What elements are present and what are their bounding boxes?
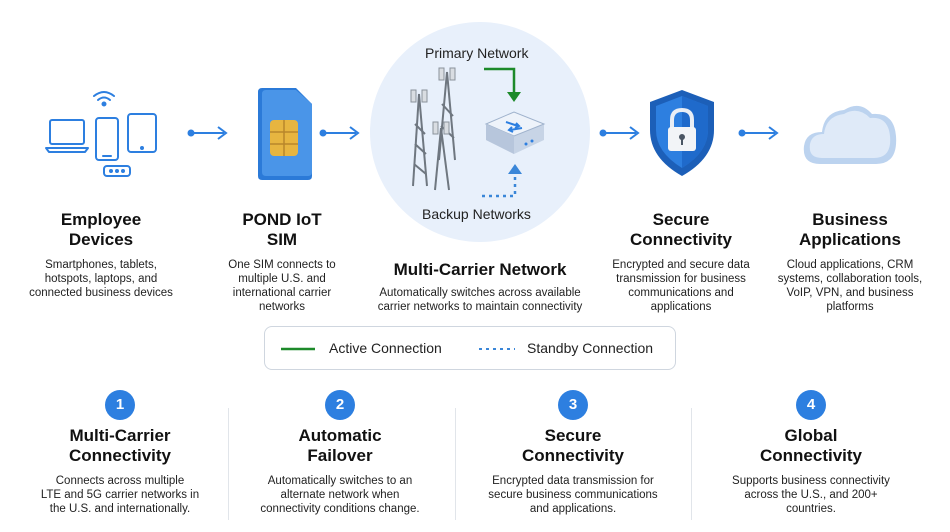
- feature-multi-carrier: Multi-Carrier Connectivity Connects acro…: [20, 426, 220, 516]
- network-highlight-circle: [370, 22, 590, 242]
- feature-number-badge-2: 2: [325, 390, 355, 420]
- feature-secure-connectivity: Secure Connectivity Encrypted data trans…: [466, 426, 680, 516]
- network-description: Automatically switches across available …: [377, 287, 583, 313]
- feature-description: Connects across multiple LTE and 5G carr…: [40, 475, 200, 515]
- flow-arrow-1: [187, 126, 228, 140]
- business-column: Business Applications Cloud applications…: [768, 210, 932, 314]
- secure-column: Secure Connectivity Encrypted and secure…: [606, 210, 756, 314]
- feature-description: Automatically switches to an alternate n…: [260, 475, 420, 515]
- router-icon: [484, 111, 546, 154]
- flow-arrow-2: [319, 126, 360, 140]
- feature-title: Secure Connectivity: [521, 426, 625, 465]
- cloud-icon: [803, 105, 897, 164]
- business-description: Cloud applications, CRM systems, collabo…: [777, 259, 923, 313]
- business-title: Business Applications: [798, 210, 901, 249]
- feature-number-badge-4: 4: [796, 390, 826, 420]
- secure-title: Secure Connectivity: [629, 210, 733, 249]
- cell-towers-icon: [410, 67, 456, 191]
- feature-number-badge-1: 1: [105, 390, 135, 420]
- flow-arrow-3: [599, 126, 640, 140]
- devices-title: Employee Devices: [60, 210, 142, 249]
- standby-connection-line: [479, 348, 515, 350]
- primary-network-arrow: [484, 67, 521, 102]
- active-connection-line: [281, 347, 315, 351]
- feature-title: Global Connectivity: [759, 426, 863, 465]
- sim-title: POND IoT SIM: [242, 210, 322, 249]
- secure-description: Encrypted and secure data transmission f…: [612, 259, 750, 313]
- legend-active-label: Active Connection: [329, 340, 442, 356]
- devices-icon: [45, 91, 157, 177]
- sim-card-icon: [258, 88, 312, 180]
- feature-divider-2: [455, 408, 456, 520]
- shield-lock-icon: [650, 90, 714, 176]
- sim-column: POND IoT SIM One SIM connects to multipl…: [212, 210, 352, 314]
- network-title: Multi-Carrier Network: [393, 260, 567, 279]
- feature-number-badge-3: 3: [558, 390, 588, 420]
- flow-arrow-4: [738, 126, 779, 140]
- feature-divider-1: [228, 408, 229, 520]
- feature-automatic-failover: Automatic Failover Automatically switche…: [240, 426, 440, 516]
- primary-network-label: Primary Network: [425, 45, 529, 61]
- sim-description: One SIM connects to multiple U.S. and in…: [228, 259, 336, 313]
- backup-network-arrow: [482, 164, 522, 198]
- devices-column: Employee Devices Smartphones, tablets, h…: [14, 210, 188, 300]
- backup-networks-label: Backup Networks: [422, 206, 531, 222]
- network-column: Multi-Carrier Network Automatically swit…: [352, 260, 608, 314]
- feature-global-connectivity: Global Connectivity Supports business co…: [710, 426, 912, 516]
- devices-description: Smartphones, tablets, hotspots, laptops,…: [29, 259, 173, 299]
- feature-title: Multi-Carrier Connectivity: [68, 426, 172, 465]
- feature-divider-3: [691, 408, 692, 520]
- feature-title: Automatic Failover: [298, 426, 382, 465]
- feature-description: Encrypted data transmission for secure b…: [488, 475, 658, 515]
- legend: Active Connection Standby Connection: [264, 326, 676, 370]
- feature-description: Supports business connectivity across th…: [732, 475, 890, 515]
- legend-standby-label: Standby Connection: [527, 340, 654, 356]
